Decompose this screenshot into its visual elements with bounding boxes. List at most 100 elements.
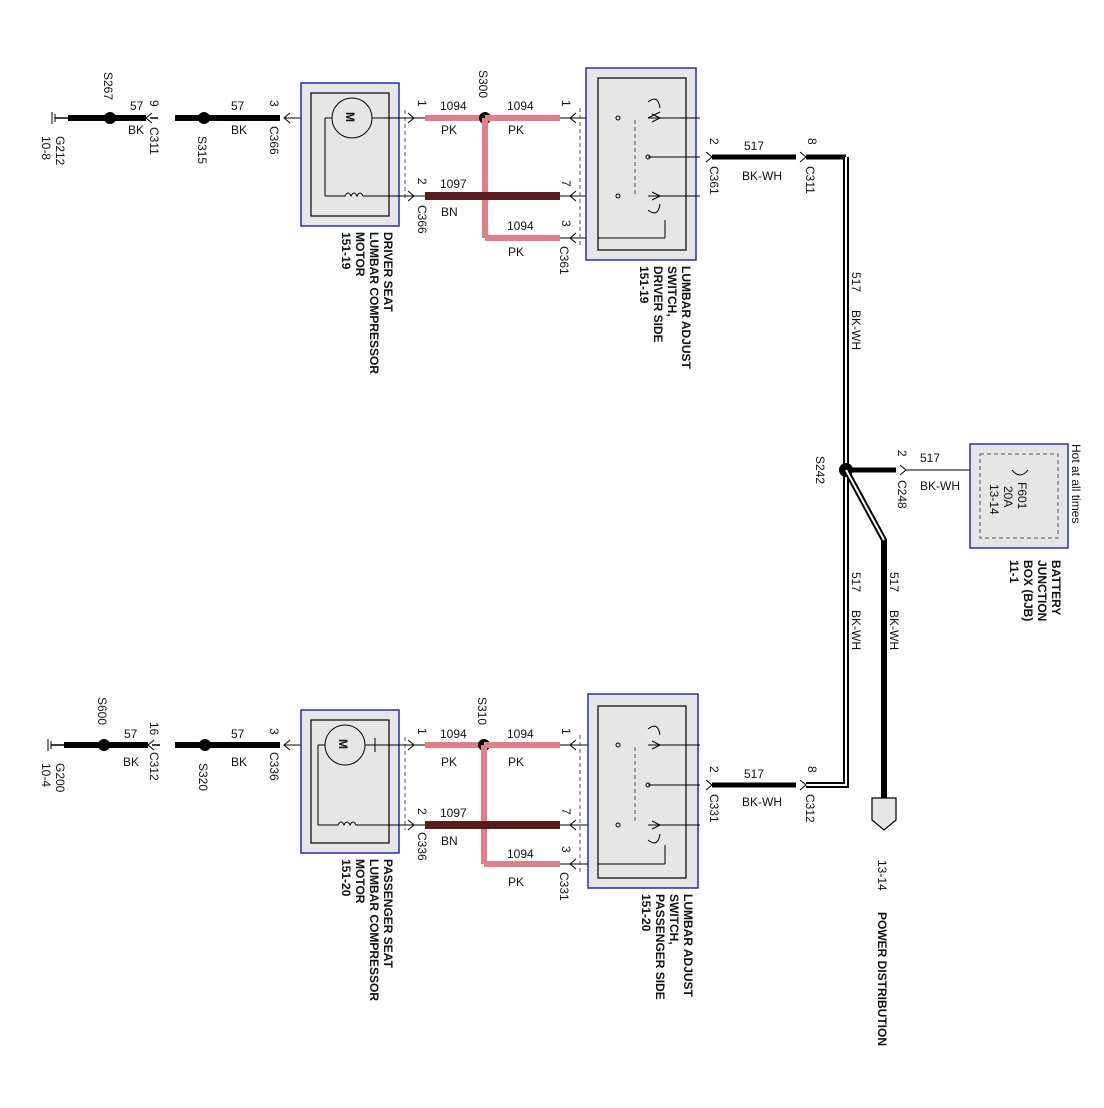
splice-s315-label: S315 [195, 136, 209, 164]
ground-g212-label: G212 [53, 136, 67, 166]
motor-m-label: M [336, 739, 350, 749]
svg-text:LUMBAR ADJUST: LUMBAR ADJUST [679, 266, 693, 370]
motor-m-label: M [343, 112, 357, 122]
svg-text:151-20: 151-20 [639, 894, 653, 932]
connector-c311-arrow [145, 112, 153, 124]
wire-1094-label: 1094 [507, 99, 534, 113]
wire-57-label: 57 [231, 727, 245, 741]
pin-label: 3 [267, 100, 281, 107]
bjb-name: BATTERY JUNCTION BOX (BJB) 11-1 [1007, 560, 1063, 621]
wire-bkwh-label: BK-WH [887, 610, 901, 650]
wire-1094-label: 1094 [507, 727, 534, 741]
wire-pk-label: PK [441, 123, 457, 137]
svg-text:LUMBAR ADJUST: LUMBAR ADJUST [681, 894, 695, 998]
driver-switch-name: LUMBAR ADJUST SWITCH, DRIVER SIDE 151-19 [637, 266, 693, 370]
svg-text:PASSENGER SIDE: PASSENGER SIDE [653, 894, 667, 1000]
driver-circuit [51, 67, 846, 261]
power-distribution-arrow [871, 785, 897, 831]
wire-517-label: 517 [920, 451, 940, 465]
pin-label: 2 [895, 450, 909, 457]
wire-bk-label: BK [231, 755, 247, 769]
passenger-switch-name: LUMBAR ADJUST SWITCH, PASSENGER SIDE 151… [639, 894, 695, 1000]
pin-label: 1 [415, 100, 429, 107]
pin-label: 1 [559, 100, 573, 107]
pin-label: 3 [267, 728, 281, 735]
pin-label: 7 [559, 808, 573, 815]
wire-bkwh-label: BK-WH [742, 169, 782, 183]
connector-c311-label: C311 [147, 127, 161, 155]
labels: G212 10-8 S267 57 BK 9 C311 S315 57 BK 3… [39, 70, 1083, 1046]
wire-517-label: 517 [849, 572, 863, 592]
ground-g212-ref: 10-8 [39, 136, 53, 160]
wire-517-label: 517 [887, 572, 901, 592]
wire-bk-label: BK [128, 123, 144, 137]
wire-1094-label: 1094 [440, 99, 467, 113]
wire-bkwh-label: BK-WH [849, 610, 863, 650]
fuse-f601-label: F601 20A 13-14 [987, 482, 1029, 515]
passenger-motor-name: PASSENGER SEAT LUMBAR COMPRESSOR MOTOR 1… [339, 859, 395, 1001]
wire-57-label: 57 [231, 99, 245, 113]
pin-label: 9 [147, 100, 161, 107]
wire-bn-label: BN [441, 205, 458, 219]
wire-bkwh-label: BK-WH [849, 310, 863, 350]
pin-label: 3 [559, 220, 573, 227]
wire-1094-label: 1094 [507, 219, 534, 233]
passenger-circuit [47, 693, 807, 889]
pin-label: 2 [415, 808, 429, 815]
connector-c336-label: C336 [415, 832, 429, 861]
wire-517-label: 517 [744, 139, 764, 153]
wire-1097-label: 1097 [440, 177, 467, 191]
connector-c311-label: C311 [803, 166, 817, 194]
splice-s310-label: S310 [475, 697, 489, 725]
connector-c336-label: C336 [267, 752, 281, 781]
pin-label: 8 [805, 766, 819, 773]
connector-c312-label: C312 [147, 752, 161, 781]
svg-text:DRIVER SEAT: DRIVER SEAT [381, 232, 395, 312]
pin-label: 16 [147, 722, 161, 736]
pin-label: 2 [707, 766, 721, 773]
pin-label: 3 [559, 846, 573, 853]
wire-pk-label: PK [508, 755, 524, 769]
svg-text:20A: 20A [1001, 486, 1015, 507]
svg-text:151-19: 151-19 [637, 266, 651, 304]
connector-c312-label: C312 [803, 794, 817, 823]
splice-s267-label: S267 [101, 72, 115, 100]
svg-text:JUNCTION: JUNCTION [1035, 560, 1049, 621]
pin-label: 2 [707, 138, 721, 145]
hot-at-all-times-label: Hot at all times [1069, 444, 1083, 523]
pin-label: 7 [559, 180, 573, 187]
driver-motor-name: DRIVER SEAT LUMBAR COMPRESSOR MOTOR 151-… [339, 232, 395, 374]
splice-s320-label: S320 [196, 763, 210, 791]
svg-text:SWITCH,: SWITCH, [665, 266, 679, 317]
connector-c366-label: C366 [415, 205, 429, 234]
svg-text:LUMBAR COMPRESSOR: LUMBAR COMPRESSOR [367, 859, 381, 1001]
svg-text:LUMBAR COMPRESSOR: LUMBAR COMPRESSOR [367, 232, 381, 374]
svg-text:151-19: 151-19 [339, 232, 353, 270]
connector-c331-label: C331 [707, 794, 721, 823]
svg-text:151-20: 151-20 [339, 859, 353, 897]
svg-text:MOTOR: MOTOR [353, 232, 367, 277]
ground-g200-symbol [47, 739, 66, 751]
ground-g212-symbol [51, 112, 70, 124]
wire-pk-label: PK [508, 245, 524, 259]
connector-c366-label: C366 [267, 126, 281, 155]
wire-bkwh-label: BK-WH [920, 479, 960, 493]
wire-bk-label: BK [231, 123, 247, 137]
power-distribution-ref: 13-14 [875, 860, 889, 891]
svg-text:MOTOR: MOTOR [353, 859, 367, 904]
wire-1094-label: 1094 [440, 727, 467, 741]
pin-label: 2 [415, 178, 429, 185]
ground-g200-ref: 10-4 [39, 763, 53, 787]
svg-text:PASSENGER SEAT: PASSENGER SEAT [381, 859, 395, 969]
svg-text:13-14: 13-14 [987, 484, 1001, 515]
wire-bkwh-label: BK-WH [742, 795, 782, 809]
wire-1094-label: 1094 [507, 847, 534, 861]
wire-517-label: 517 [744, 767, 764, 781]
connector-c361-label: C361 [707, 166, 721, 195]
ground-g200-label: G200 [53, 763, 67, 793]
splice-s300-label: S300 [476, 70, 490, 98]
splice-s242-label: S242 [813, 456, 827, 484]
wire-pk-label: PK [441, 755, 457, 769]
svg-text:BATTERY: BATTERY [1049, 560, 1063, 615]
